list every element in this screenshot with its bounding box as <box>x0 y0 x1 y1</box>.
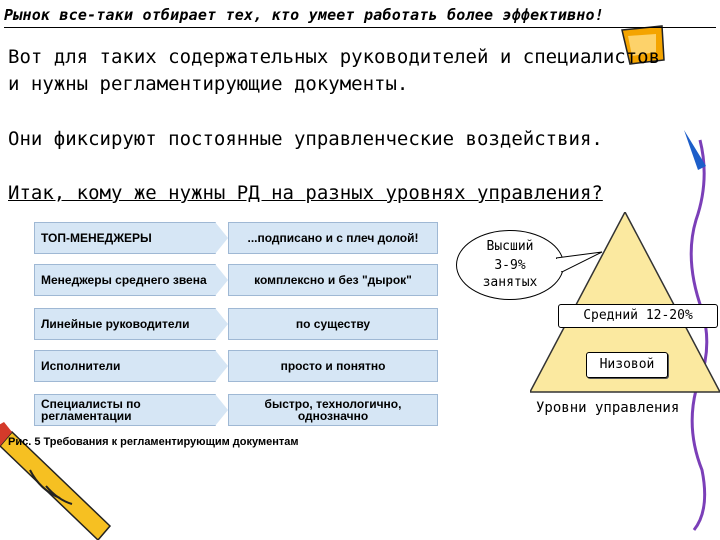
callout-pointer <box>556 251 603 273</box>
paragraph-question: Итак, кому же нужны РД на разных уровнях… <box>8 182 603 204</box>
role-box-top-managers: ТОП-МЕНЕДЖЕРЫ <box>34 222 228 254</box>
requirement-box-top-managers: ...подписано и с плеч долой! <box>228 222 438 254</box>
top-level-value: 3-9% <box>494 258 526 273</box>
management-pyramid <box>530 212 720 393</box>
pyramid-axis-label: Уровни управления <box>536 400 680 416</box>
role-box-specialists: Специалисты по регламентации <box>34 394 228 426</box>
low-level-label: Низовой <box>586 352 668 378</box>
pushpin-icon <box>621 25 665 65</box>
pyramid-shape <box>530 212 720 393</box>
top-level-unit: занятых <box>482 275 538 290</box>
pencil-icon <box>0 422 112 540</box>
middle-level-label: Средний 12-20% <box>558 304 718 328</box>
requirement-box-middle-managers: комплексно и без "дырок" <box>228 264 438 296</box>
pen-icon <box>684 130 706 170</box>
role-box-executors: Исполнители <box>34 350 228 382</box>
role-box-line-managers: Линейные руководители <box>34 308 228 340</box>
slide-title: Рынок все-таки отбирает тех, кто умеет р… <box>4 6 716 28</box>
role-box-middle-managers: Менеджеры среднего звена <box>34 264 228 296</box>
top-level-label: Высший <box>486 239 534 254</box>
paragraph-intro: Вот для таких содержательных руководител… <box>8 46 661 95</box>
top-level-callout: Высший 3-9% занятых <box>456 230 564 300</box>
requirement-box-line-managers: по существу <box>228 308 438 340</box>
requirement-box-executors: просто и понятно <box>228 350 438 382</box>
figure-caption: Рис. 5 Требования к регламентирующим док… <box>8 436 299 448</box>
requirement-box-specialists: быстро, технологично, однозначно <box>228 394 438 426</box>
paperclip-icon <box>689 139 709 531</box>
paragraph-purpose: Они фиксируют постоянные управленческие … <box>8 128 603 150</box>
